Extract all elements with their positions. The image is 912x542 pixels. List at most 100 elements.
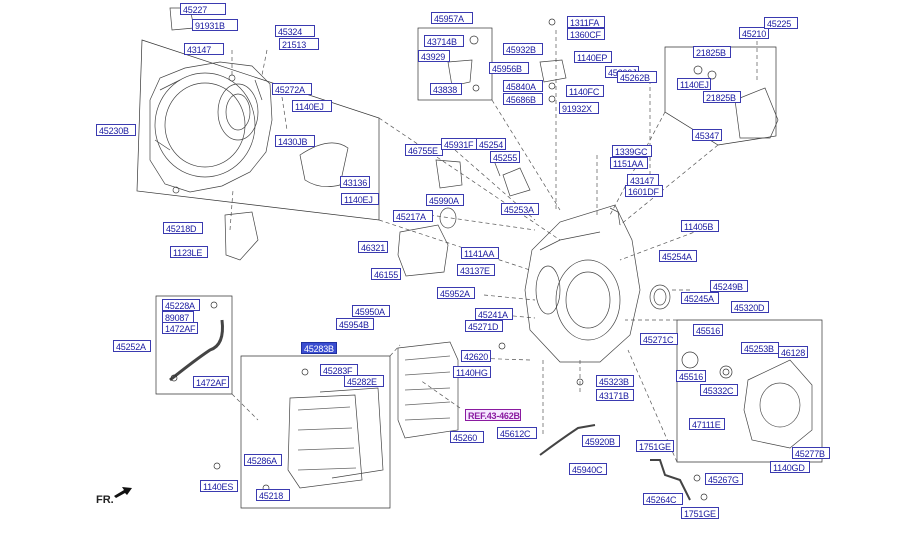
part-label[interactable]: 1140EJ [292,100,332,112]
part-label[interactable]: 45920B [582,435,620,447]
oil-filter [397,224,449,277]
part-label[interactable]: 45283F [320,364,358,376]
part-label[interactable]: 45262B [617,71,657,83]
part-label[interactable]: 45254A [659,250,697,262]
part-label[interactable]: 45249B [710,280,748,292]
part-label[interactable]: 1360CF [567,28,605,40]
part-label[interactable]: 45253B [741,342,779,354]
part-label[interactable]: 11405B [681,220,719,232]
part-label[interactable]: 21513 [279,38,319,50]
part-label[interactable]: 45950A [352,305,390,317]
part-label[interactable]: 1140ES [200,480,238,492]
part-label[interactable]: 45323B [596,375,634,387]
part-label[interactable]: 45230B [96,124,136,136]
part-label[interactable]: 46755E [405,144,443,156]
direction-label: FR. [96,494,114,506]
part-label[interactable]: 43136 [340,176,370,188]
part-label[interactable]: 1140HG [453,366,491,378]
part-label[interactable]: 47111E [689,418,725,430]
valve-body [397,341,459,439]
part-label[interactable]: 45282E [344,375,384,387]
part-label[interactable]: 45267G [705,473,743,485]
part-label[interactable]: 1140EJ [341,193,379,205]
part-label[interactable]: 42620 [461,350,491,362]
part-label[interactable]: 21825B [693,46,731,58]
part-label[interactable]: 91931B [192,19,238,31]
part-label[interactable]: 45241A [475,308,513,320]
part-label[interactable]: 45940C [569,463,607,475]
part-label[interactable]: 45227 [180,3,226,15]
rear-cover [743,359,813,449]
part-label[interactable]: 45952A [437,287,475,299]
rear-cover-group-box [676,319,823,463]
part-label[interactable]: 45272A [272,83,312,95]
part-label[interactable]: 45217A [393,210,433,222]
part-label[interactable]: 45516 [676,370,706,382]
part-label[interactable]: 45245A [681,292,719,304]
part-label[interactable]: 1430JB [275,135,315,147]
part-label[interactable]: 1339GC [612,145,652,157]
part-label[interactable]: 45264C [643,493,683,505]
part-label[interactable]: 45255 [490,151,520,163]
part-label[interactable]: 1751GE [681,507,719,519]
part-label[interactable]: 1472AF [193,376,229,388]
part-label[interactable]: 1472AF [162,322,198,334]
oil-pan-group-box [240,355,391,509]
part-label[interactable]: 43838 [430,83,462,95]
part-label[interactable]: 45218D [163,222,203,234]
part-label[interactable]: 1140EJ [677,78,711,90]
part-label[interactable]: 43137E [457,264,495,276]
part-label[interactable]: 45686B [503,93,543,105]
part-label[interactable]: 45956B [489,62,529,74]
part-label[interactable]: 45254 [476,138,506,150]
part-label[interactable]: 45286A [244,454,282,466]
part-label[interactable]: 45252A [113,340,151,352]
part-label[interactable]: 45218 [256,489,290,501]
part-label[interactable]: 45931F [441,138,481,150]
part-label[interactable]: 46155 [371,268,401,280]
part-label[interactable]: 45957A [431,12,473,24]
part-label[interactable]: 43929 [418,50,450,62]
part-label[interactable]: 45612C [497,427,537,439]
part-label[interactable]: 1751GE [636,440,674,452]
transmission-case [524,204,641,363]
part-label[interactable]: 1601DF [625,185,663,197]
part-label[interactable]: 45271D [465,320,503,332]
part-label[interactable]: 43147 [184,43,224,55]
part-label[interactable]: 1141AA [461,247,499,259]
part-label[interactable]: 1140EP [574,51,612,63]
part-label[interactable]: 45225 [764,17,798,29]
reference-link[interactable]: REF.43-462B [465,409,521,421]
part-label[interactable]: 1311FA [567,16,605,28]
part-label[interactable]: 45253A [501,203,539,215]
part-label[interactable]: 45990A [426,194,464,206]
part-label[interactable]: 45332C [700,384,738,396]
part-label[interactable]: 46128 [778,346,808,358]
part-label[interactable]: 45516 [693,324,723,336]
part-label[interactable]: 45210 [739,27,769,39]
part-label[interactable]: 45228A [162,299,200,311]
part-label[interactable]: 45324 [275,25,315,37]
part-label[interactable]: 1140GD [770,461,810,473]
part-label-selected[interactable]: 45283B [301,342,337,354]
part-label[interactable]: 46321 [358,241,388,253]
part-label[interactable]: 1123LE [170,246,208,258]
part-label[interactable]: 21825B [703,91,741,103]
part-label[interactable]: 45271C [640,333,678,345]
part-label[interactable]: 45954B [336,318,374,330]
part-label[interactable]: 43714B [424,35,464,47]
part-label[interactable]: 1140FC [566,85,604,97]
cooler-hose [169,319,224,382]
mount-group-box [664,46,777,146]
part-label[interactable]: 91932X [559,102,599,114]
part-label[interactable]: 45260 [450,431,484,443]
part-label[interactable]: 43171B [596,389,634,401]
part-label[interactable]: 45277B [792,447,830,459]
part-label[interactable]: 45320D [731,301,769,313]
part-label[interactable]: 45347 [692,129,722,141]
part-label[interactable]: 1151AA [610,157,648,169]
part-label[interactable]: 45840A [503,80,543,92]
part-label[interactable]: 45932B [503,43,543,55]
